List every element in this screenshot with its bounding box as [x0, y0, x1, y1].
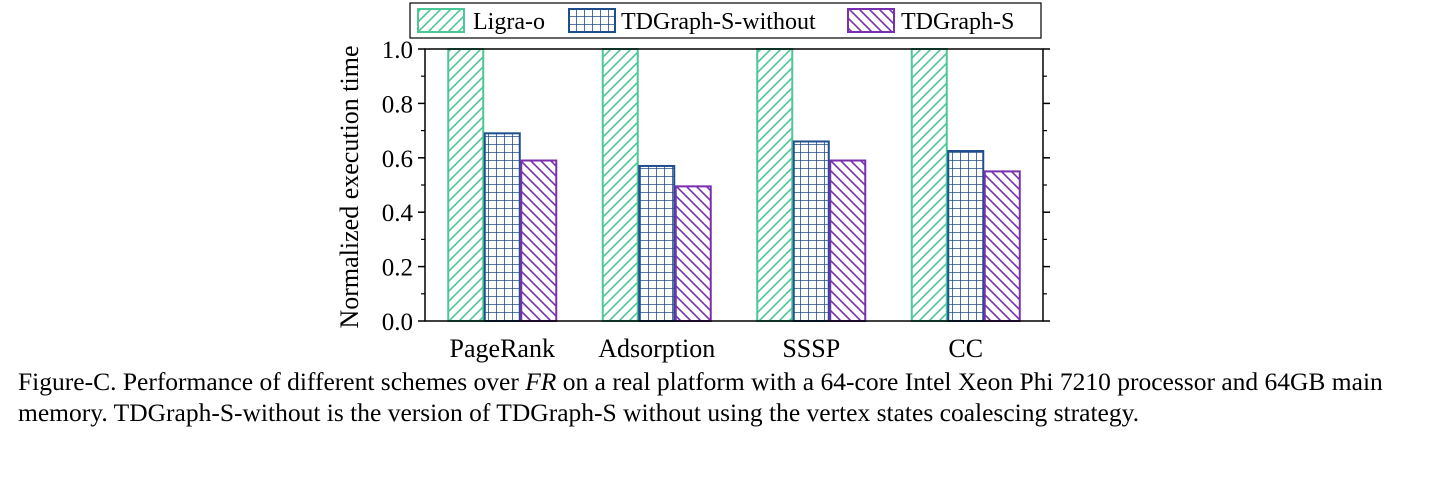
x-tick-label: SSSP	[782, 334, 840, 363]
bar	[910, 48, 948, 322]
legend-label: Ligra-o	[473, 9, 545, 35]
bar	[601, 48, 639, 322]
y-tick-label: 0.0	[382, 309, 413, 336]
y-axis: 0.0 0.2 0.4 0.6 0.8 1.0	[382, 37, 1050, 336]
y-axis-label: Normalized execution time	[335, 45, 364, 328]
bar	[483, 132, 521, 322]
legend-swatch	[847, 8, 895, 33]
legend-box	[409, 2, 1042, 39]
bars-group	[447, 48, 1021, 322]
y-tick-label: 1.0	[382, 37, 413, 64]
y-tick-label: 0.6	[382, 146, 413, 173]
bar	[947, 150, 985, 322]
bar	[983, 170, 1021, 322]
x-axis: PageRank Adsorption SSSP CC	[450, 334, 984, 363]
y-tick-label: 0.2	[382, 255, 413, 282]
legend-swatch	[417, 8, 465, 33]
caption-text-1: Figure-C. Performance of different schem…	[18, 367, 526, 396]
bar	[638, 164, 676, 322]
y-tick-label: 0.8	[382, 91, 413, 118]
y-tick-label: 0.4	[382, 200, 414, 227]
caption-text-2: on a real platform with a 64-core Intel …	[18, 367, 1383, 427]
bar	[756, 48, 794, 322]
legend-swatch	[568, 8, 616, 33]
legend-label: TDGraph-S	[901, 9, 1014, 35]
bar	[520, 159, 558, 322]
x-tick-label: PageRank	[450, 334, 555, 363]
caption-italic: FR	[525, 367, 557, 396]
figure-caption: Figure-C. Performance of different schem…	[18, 366, 1438, 428]
bar	[447, 48, 485, 322]
legend: Ligra-o TDGraph-S-without TDGraph-S	[409, 2, 1042, 39]
x-tick-label: Adsorption	[598, 334, 715, 363]
bar	[792, 140, 830, 322]
legend-label: TDGraph-S-without	[621, 9, 816, 35]
bar	[674, 185, 712, 322]
bar	[829, 159, 867, 322]
x-tick-label: CC	[948, 334, 983, 363]
